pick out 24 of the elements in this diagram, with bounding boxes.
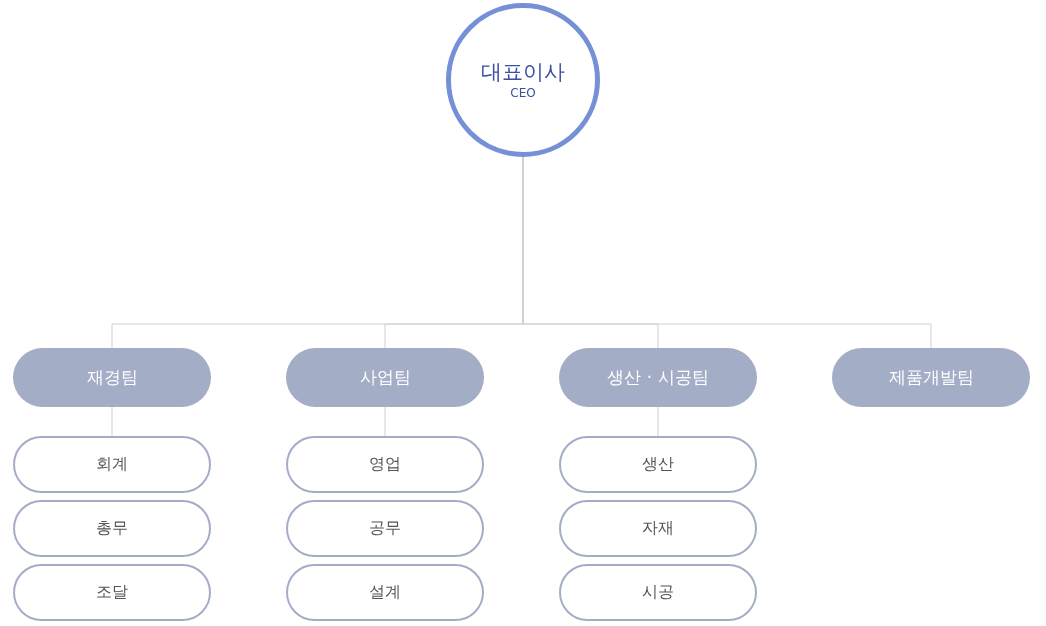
duty-pill [559,564,757,621]
team-name: 생산 · 시공팀 [607,366,709,389]
duty-pill [13,564,211,621]
duty-name: 생산 [642,454,674,475]
role-abbreviation: CEO [510,85,536,101]
duty-name: 총무 [96,518,128,539]
duty-name: 영업 [369,454,401,475]
duty-name: 설계 [369,582,401,603]
team-name: 사업팀 [359,366,411,389]
duty-pill [13,500,211,557]
duty-pill [559,500,757,557]
duty-name: 조달 [96,582,128,603]
duty-name: 자재 [642,518,674,539]
team-name: 재경팀 [86,366,138,389]
duty-pill [286,500,484,557]
duty-name: 시공 [642,582,674,603]
duty-name: 공무 [369,518,401,539]
duty-pill [13,436,211,493]
role-title: 대표이사 [481,59,565,85]
duty-pill [559,436,757,493]
duty-name: 회계 [96,454,128,475]
duty-pill [286,436,484,493]
team-name: 제품개발팀 [888,366,974,389]
duty-pill [286,564,484,621]
